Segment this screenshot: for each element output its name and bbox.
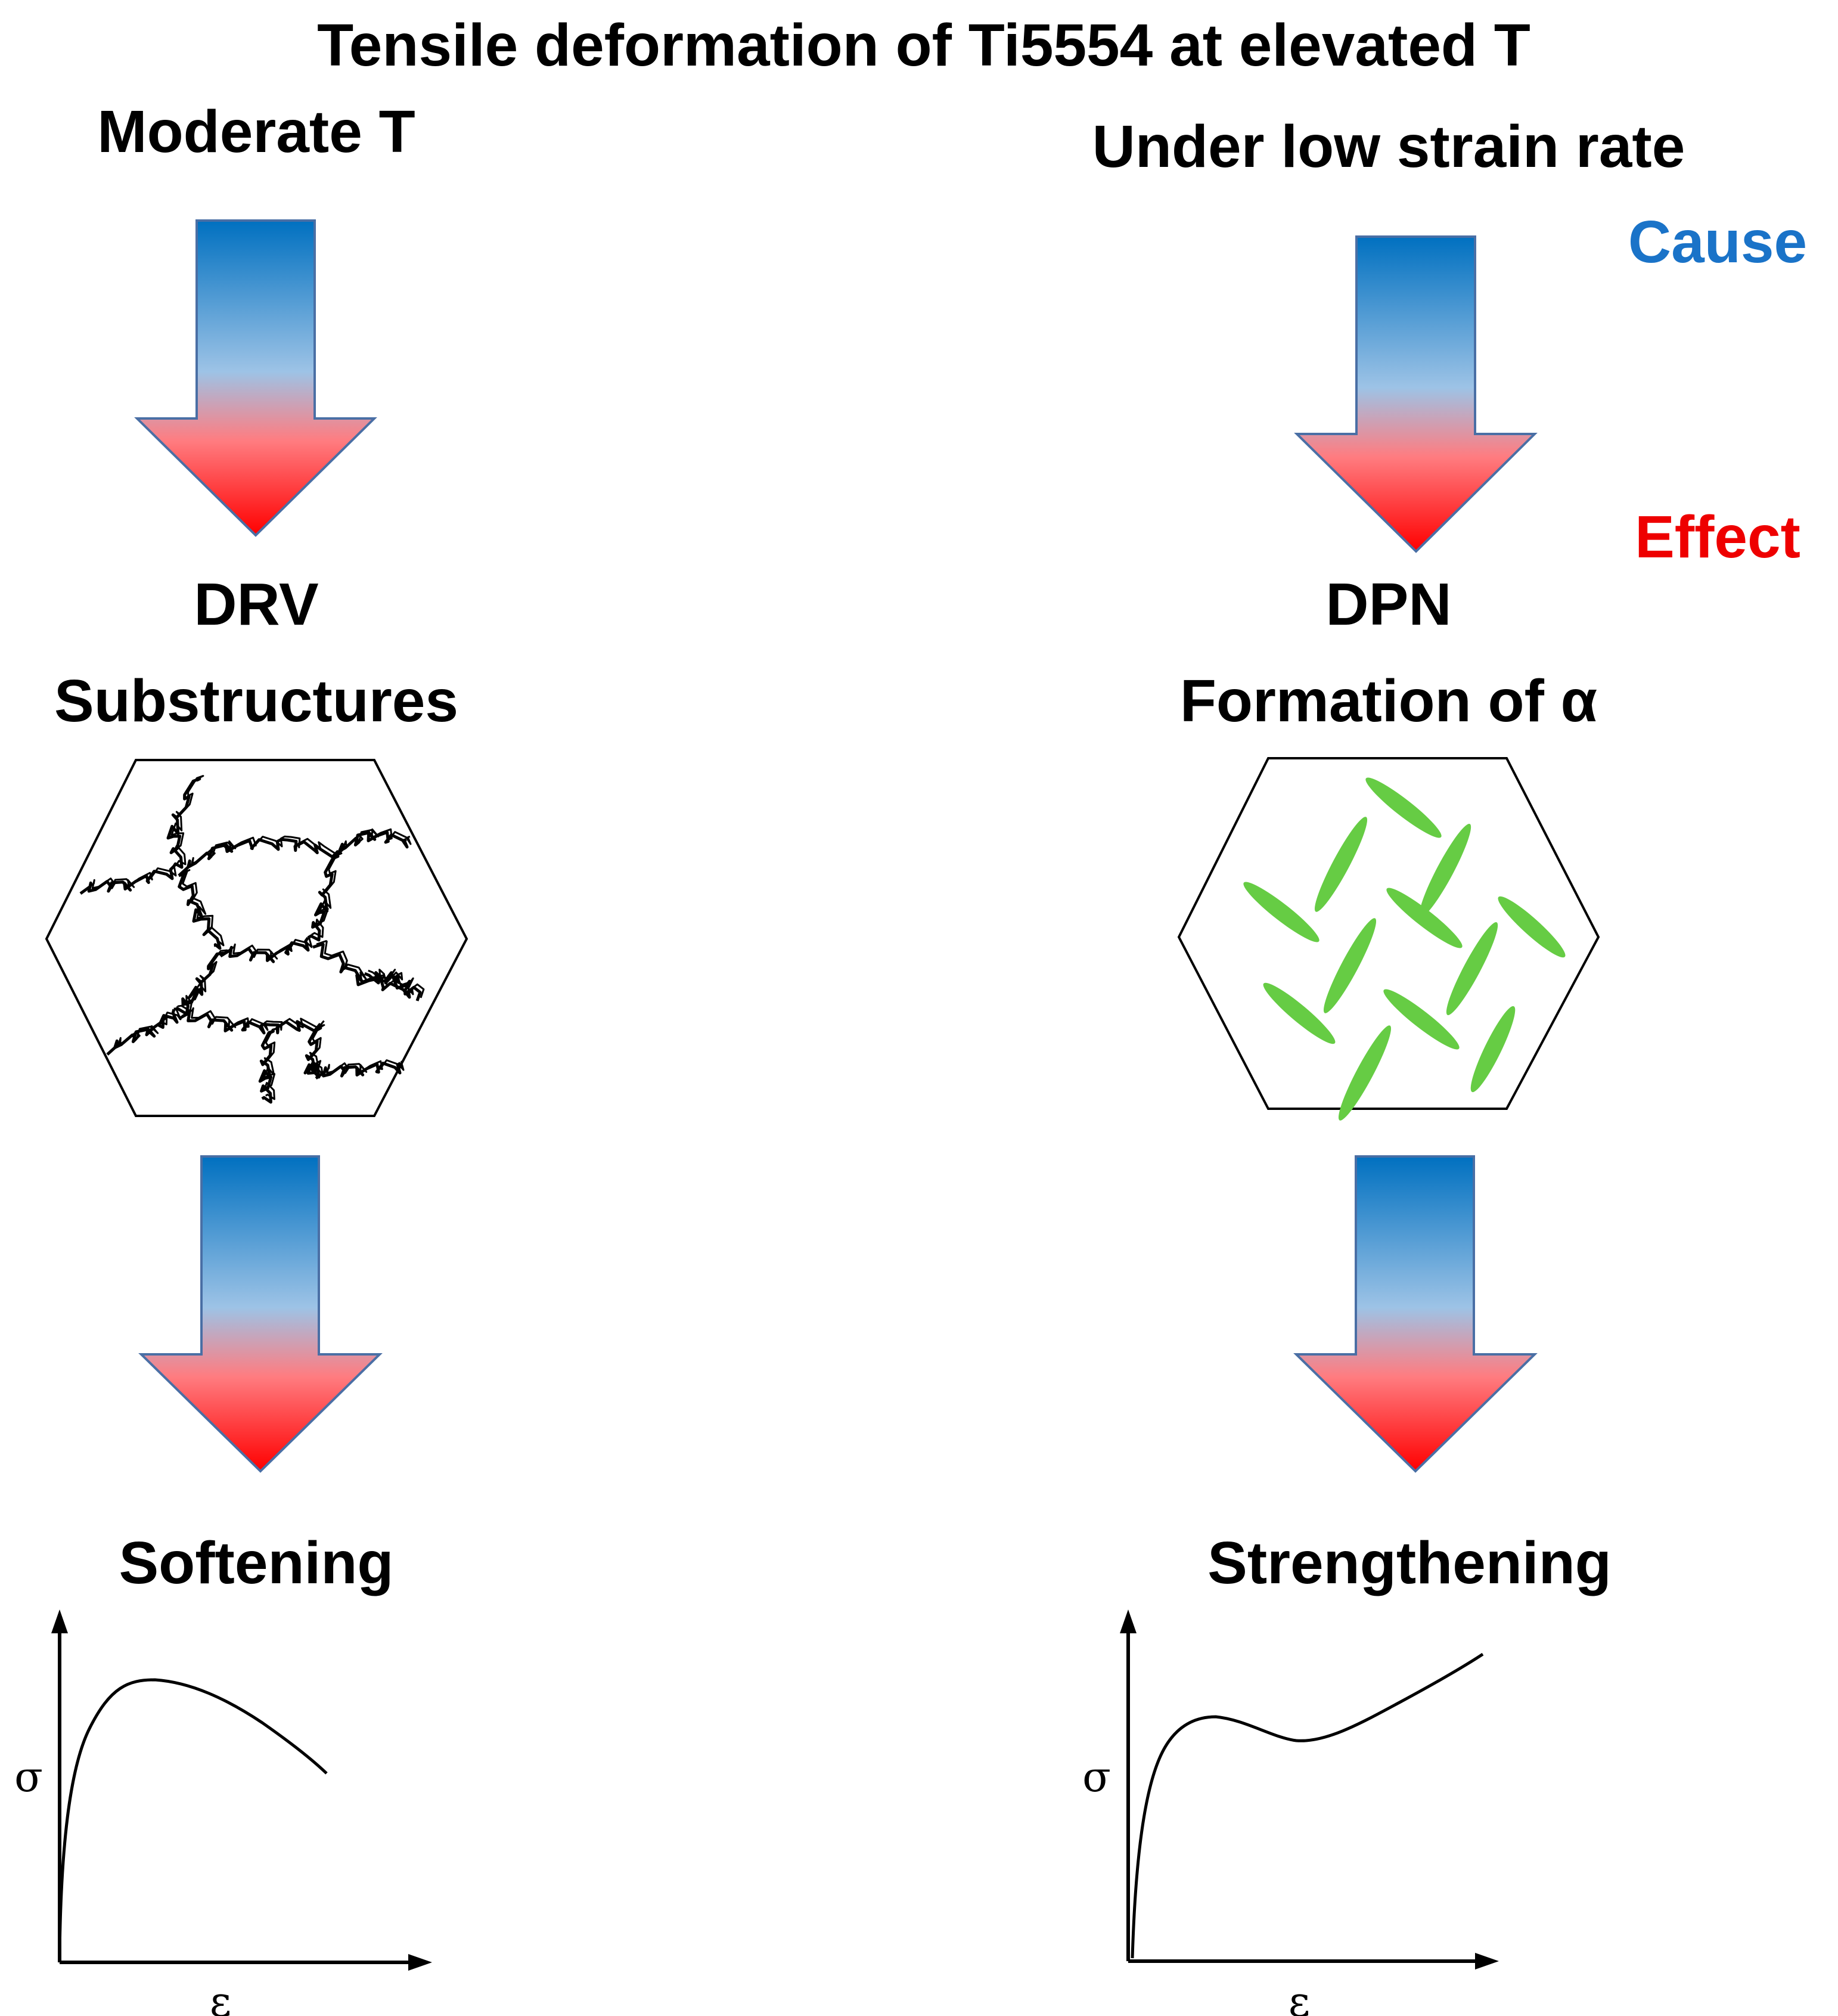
dislocation-tangle [181,835,343,874]
dislocation-tangle [258,1029,275,1104]
alpha-lath [1386,888,1463,948]
left-stress-symbol: σ [14,1753,43,1801]
dislocation-tangle [262,1027,278,1100]
left-strain-symbol: ε [210,1977,231,2016]
right-x-axis-arrowhead [1475,1953,1499,1970]
alpha-lath [1243,882,1319,942]
dislocation-tangle [336,828,412,856]
dislocation-tangle [223,934,313,960]
alpha-lath [1419,824,1471,917]
right-stress-symbol: σ [1082,1753,1111,1801]
left-y-axis-arrowhead [51,1609,68,1633]
strengthening-curve-plot: σ ε [1082,1609,1499,2016]
alpha-lath [1498,896,1566,958]
dislocation-tangle [182,869,225,947]
dislocation-tangle [110,1006,182,1053]
alpha-lath [1263,982,1336,1044]
dislocation-tangle [178,1009,322,1035]
legend-effect-label: Effect [1635,504,1800,570]
right-result-label: Strengthening [1207,1530,1612,1596]
alpha-lath [1383,989,1460,1050]
left-microstructure-label: Substructures [54,668,458,734]
alpha-lath [1314,817,1368,912]
strengthening-curve [1131,1652,1484,1959]
diagram-title: Tensile deformation of Ti5554 at elevate… [317,12,1530,79]
right-strain-symbol: ε [1289,1977,1310,2016]
dislocation-tangle [83,863,178,892]
legend-cause-label: Cause [1628,209,1807,275]
left-bottom-arrow [138,1155,383,1473]
dislocation-tangle [311,852,343,938]
dislocation-tangle [307,855,340,942]
dislocation-tangle [182,1007,325,1031]
dislocation-tangle [319,1059,405,1077]
dislocation-tangle [170,775,204,866]
left-mechanism-label: DRV [194,571,319,638]
dislocation-tangle [178,838,340,877]
right-y-axis-arrowhead [1120,1609,1137,1633]
right-bottom-arrow [1293,1155,1538,1473]
left-condition-label: Moderate T [97,98,415,165]
softening-curve [58,1678,328,1959]
alpha-lath [1470,1006,1516,1093]
substructure-hexagon [45,759,468,1117]
softening-curve-plot: σ ε [14,1609,432,2016]
left-top-arrow [134,219,377,537]
dislocation-tangle [177,949,228,1012]
right-condition-label: Under low strain rate [1092,113,1685,180]
alpha-lath [1323,918,1377,1013]
right-top-arrow [1294,235,1538,553]
alpha-lath [1338,1025,1392,1121]
dislocation-tangle [79,865,175,895]
alpha-precipitate-hexagon [1177,757,1600,1121]
dislocation-tangle [166,777,201,869]
right-mechanism-label: DPN [1325,571,1451,638]
dislocation-tangle [308,1024,325,1075]
dislocation-tangle [364,971,422,1001]
alpha-lath [1365,777,1442,838]
alpha-lath [1446,922,1498,1015]
left-x-axis-arrowhead [408,1954,432,1971]
dislocation-tangle [368,969,425,998]
right-microstructure-label: Formation of α [1180,668,1597,734]
dislocation-network [79,775,425,1104]
left-result-label: Softening [119,1530,393,1596]
alpha-laths [1243,777,1566,1121]
